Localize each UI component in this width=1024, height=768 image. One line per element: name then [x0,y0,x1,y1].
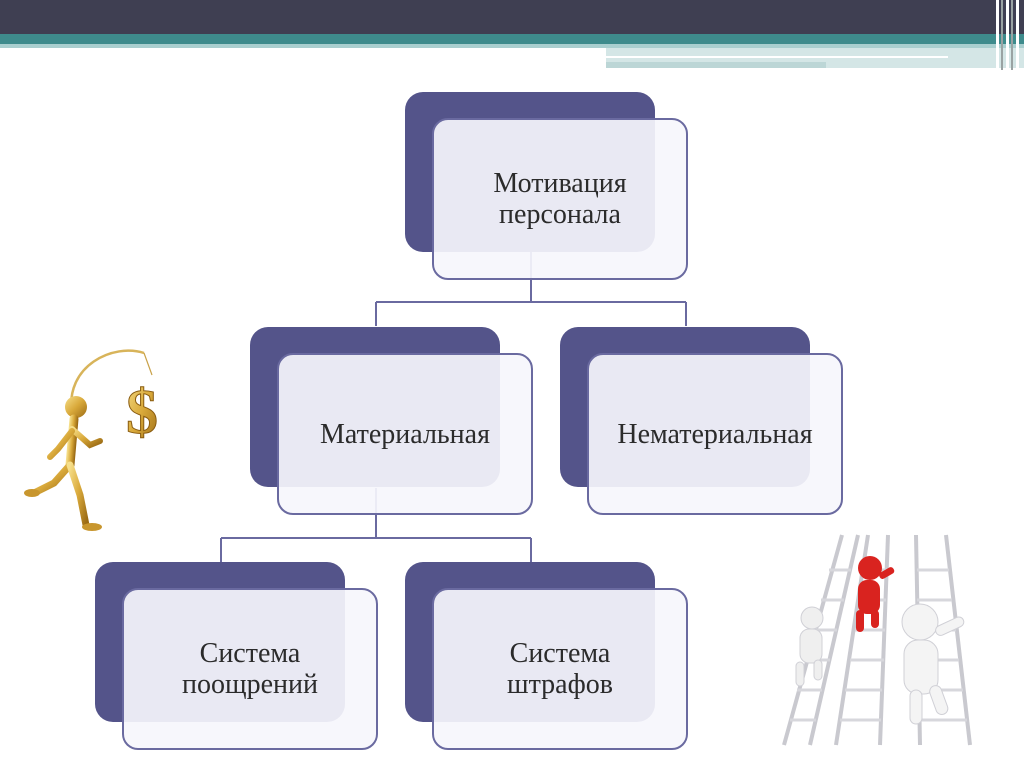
header-stripe [1001,0,1003,70]
node-label-rewards: Система поощрений [182,638,318,700]
header-stripe [1016,0,1019,70]
header-accent-strip [606,62,826,68]
svg-text:$: $ [126,376,158,447]
header-bar [0,0,1024,34]
node-box: Нематериальная [587,353,843,515]
figures-climbing-ladders-icon [782,534,972,746]
node-box: Мотивация персонала [432,118,688,280]
header-accent-band-light [0,44,1024,48]
node-label-root: Мотивация персонала [493,168,627,230]
node-label-fines: Система штрафов [507,638,613,700]
golden-figure-chasing-dollar-icon: $ [24,349,159,531]
header-stripe [1011,0,1013,70]
node-box: Система штрафов [432,588,688,750]
header-accent-band [0,34,1024,44]
header-stripe [1006,0,1009,70]
node-box: Система поощрений [122,588,378,750]
header-stripe [996,0,999,70]
node-label-nonmaterial: Нематериальная [617,418,813,450]
node-label-material: Материальная [320,418,490,450]
node-box: Материальная [277,353,533,515]
header-accent-line [606,56,948,58]
